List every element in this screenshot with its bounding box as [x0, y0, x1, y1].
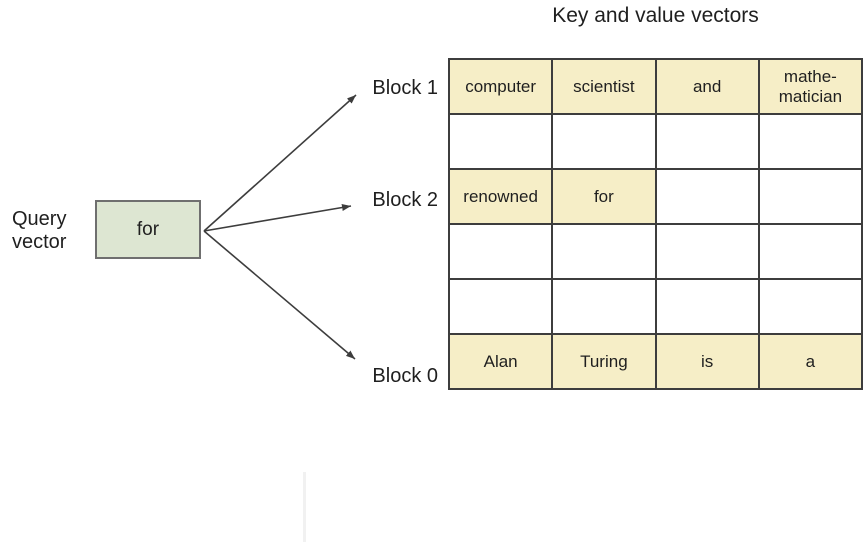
table-row-empty [447, 223, 864, 280]
table-row-block-2: renowned for [447, 168, 864, 225]
kv-cell: mathe-matician [757, 58, 864, 115]
query-vector-box: for [95, 200, 201, 259]
kv-cell [654, 113, 760, 170]
table-row-block-1: computer scientist and mathe-matician [447, 58, 864, 115]
table-row-empty [447, 113, 864, 170]
kv-cell [757, 223, 864, 280]
kv-cell [447, 113, 554, 170]
kv-cell [654, 168, 760, 225]
arrow-to-block-1 [203, 94, 357, 232]
diagram-title: Key and value vectors [552, 4, 759, 27]
kv-cell: for [551, 168, 657, 225]
kv-cell [757, 278, 864, 335]
table-row-empty [447, 278, 864, 335]
kv-cell: and [654, 58, 760, 115]
kv-cell: is [654, 333, 760, 390]
kv-cell: Alan [447, 333, 554, 390]
video-artifact-line [303, 472, 306, 542]
table-row-block-0: Alan Turing is a [447, 333, 864, 390]
kv-cell [447, 223, 554, 280]
kv-cell: a [757, 333, 864, 390]
kv-cell: computer [447, 58, 554, 115]
kv-cell [757, 168, 864, 225]
block-2-label: Block 2 [372, 189, 438, 211]
key-value-table-wrap: computer scientist and mathe-matician re… [447, 58, 864, 390]
kv-cell: Turing [551, 333, 657, 390]
kv-cell [654, 278, 760, 335]
arrow-to-block-2 [203, 204, 352, 232]
query-vector-label: Query vector [12, 208, 67, 253]
kv-cell: renowned [447, 168, 554, 225]
key-value-table: computer scientist and mathe-matician re… [447, 58, 864, 390]
kv-cell [654, 223, 760, 280]
query-vector-value: for [136, 218, 160, 240]
kv-cell [551, 113, 657, 170]
kv-cell [757, 113, 864, 170]
arrow-to-block-0 [203, 230, 356, 360]
block-0-label: Block 0 [372, 365, 438, 387]
kv-cell: scientist [551, 58, 657, 115]
block-1-label: Block 1 [372, 77, 438, 99]
kv-cell [551, 223, 657, 280]
kv-cell [551, 278, 657, 335]
kv-cell [447, 278, 554, 335]
